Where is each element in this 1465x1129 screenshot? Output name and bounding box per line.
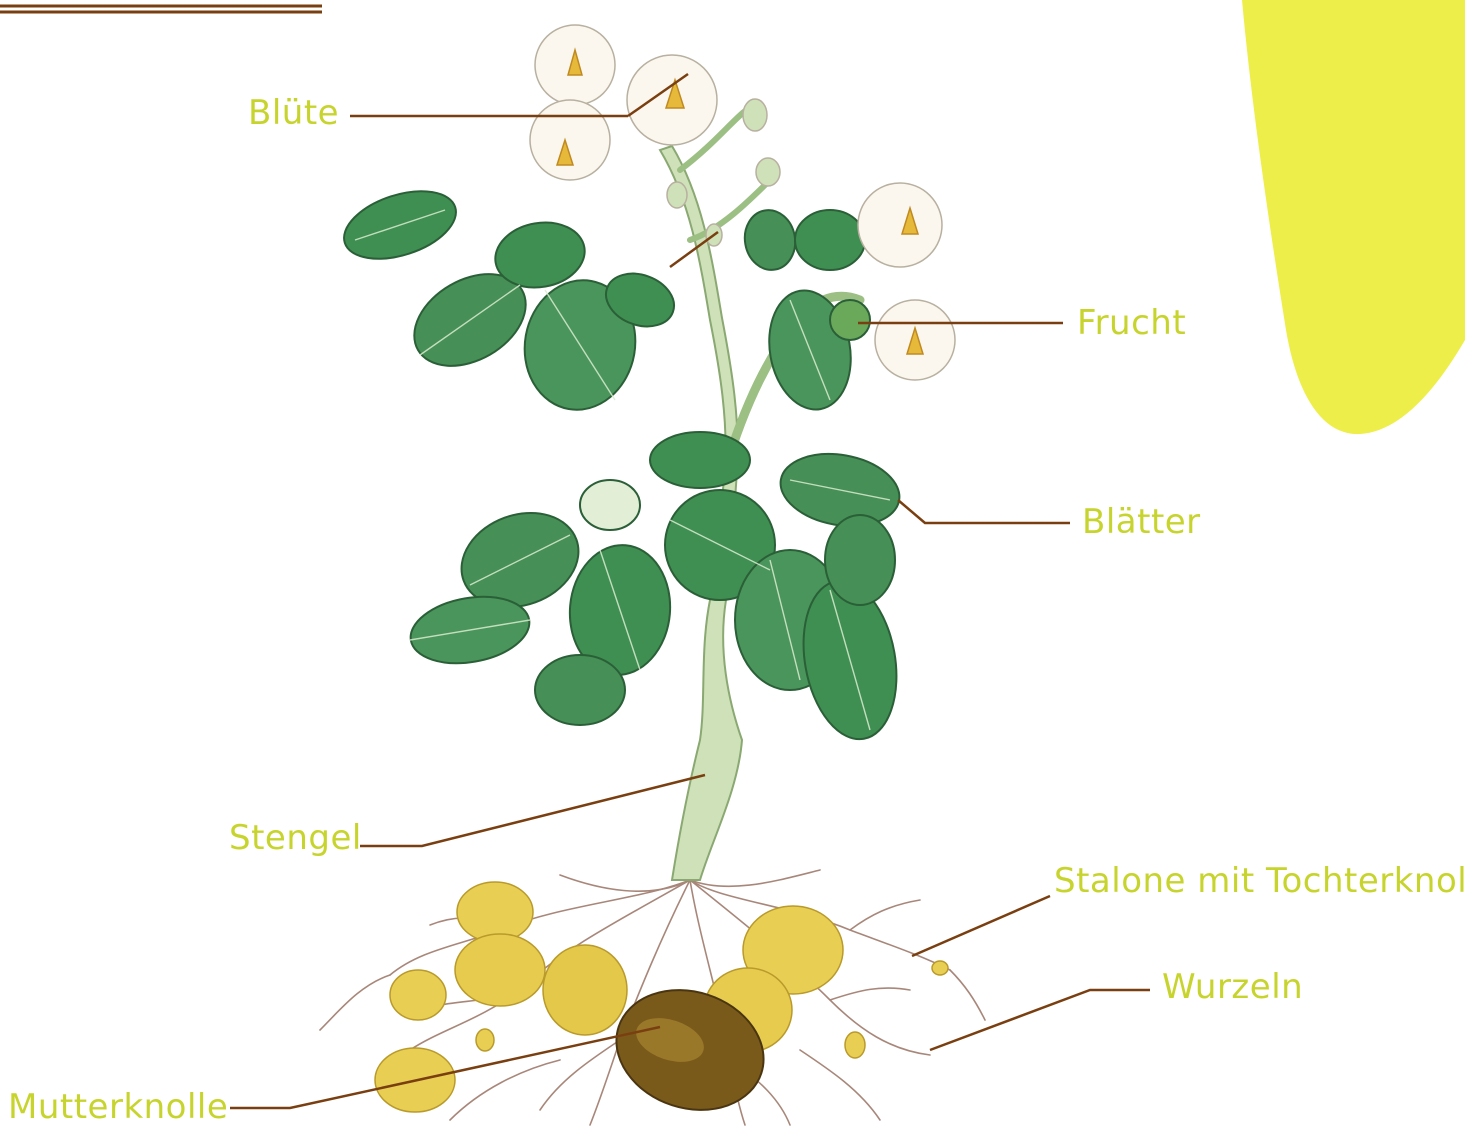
tuber bbox=[390, 970, 446, 1020]
leaf bbox=[740, 206, 800, 274]
leaf bbox=[795, 210, 865, 270]
flower bbox=[530, 100, 610, 180]
leader-line-stengel bbox=[360, 775, 705, 846]
header-underline bbox=[0, 6, 322, 12]
tuber bbox=[476, 1029, 494, 1051]
leaves bbox=[336, 179, 909, 747]
leaf bbox=[650, 432, 750, 488]
tuber bbox=[543, 945, 627, 1035]
label-frucht: Frucht bbox=[1077, 306, 1186, 340]
flower bbox=[858, 183, 942, 267]
tuber bbox=[457, 882, 533, 942]
leader-line-stalone bbox=[912, 896, 1050, 956]
label-mutterknolle: Mutterknolle bbox=[8, 1090, 228, 1124]
accent-blob bbox=[1242, 0, 1465, 434]
label-stengel: Stengel bbox=[229, 821, 362, 855]
leader-line-blaetter bbox=[898, 500, 1070, 523]
tuber bbox=[845, 1032, 865, 1058]
tuber bbox=[932, 961, 948, 975]
flower bbox=[535, 25, 615, 105]
flower bbox=[627, 55, 717, 145]
leader-line-wurzeln bbox=[930, 990, 1150, 1050]
tuber bbox=[455, 934, 545, 1006]
label-wurzeln: Wurzeln bbox=[1162, 970, 1303, 1004]
leaf bbox=[535, 655, 625, 725]
leaf bbox=[825, 515, 895, 605]
flower bbox=[875, 300, 955, 380]
leaf bbox=[580, 480, 640, 530]
fruit-berry bbox=[830, 300, 870, 340]
label-bluete: Blüte bbox=[248, 96, 339, 130]
label-stalone: Stalone mit Tochterknolle bbox=[1054, 864, 1465, 898]
label-blaetter: Blätter bbox=[1082, 505, 1201, 539]
